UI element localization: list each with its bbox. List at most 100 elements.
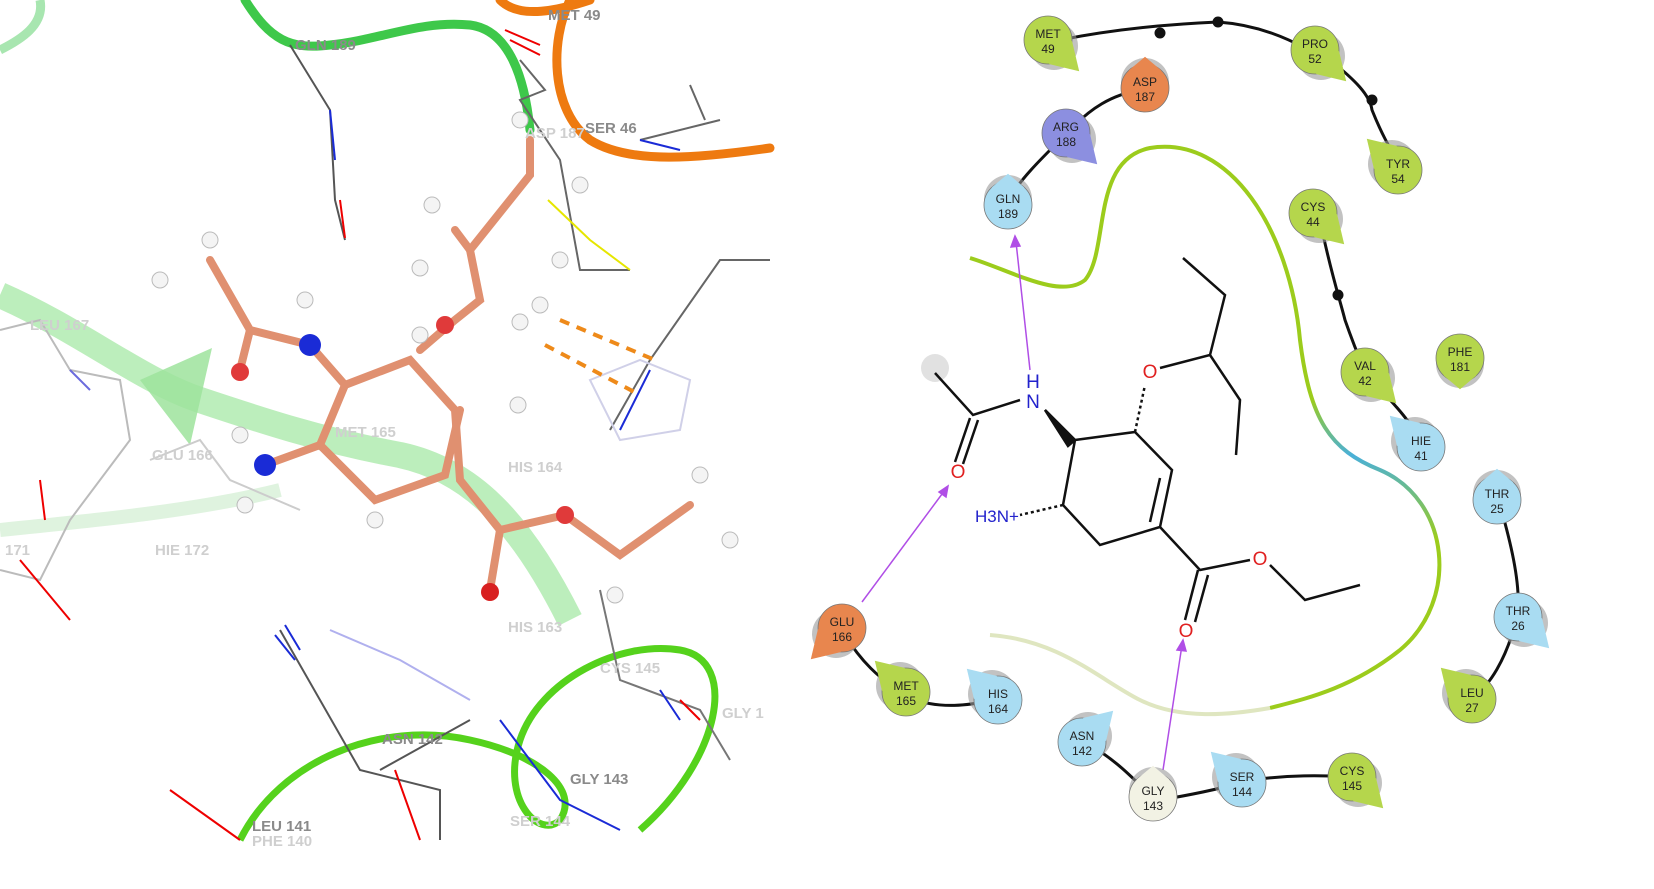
residue-number: 189 (998, 207, 1018, 221)
residue-name: CYS (1340, 764, 1365, 778)
residue-name: PRO (1302, 37, 1328, 51)
atom-n: N (1026, 392, 1040, 413)
residue-number: 166 (832, 630, 852, 644)
residue-tip (1352, 777, 1384, 809)
residue-bubble (1288, 188, 1338, 238)
residue-label: ASN 142 (382, 731, 443, 748)
residue-tip (810, 628, 842, 660)
residue-number: 41 (1414, 449, 1428, 463)
residue-bubble (1023, 15, 1073, 65)
hbond-arrows (861, 234, 1188, 771)
residue-tip (966, 668, 998, 700)
residue-name: TYR (1386, 157, 1410, 171)
residue-bubble (1290, 25, 1340, 75)
atom-h: H (1026, 372, 1040, 393)
residue-number: 27 (1465, 701, 1479, 715)
atom-o-ester-double: O (1179, 621, 1194, 642)
pocket-outline (969, 144, 1442, 710)
residue-tip (1048, 40, 1080, 72)
residue-name: HIE (1411, 434, 1431, 448)
residue-name: VAL (1354, 359, 1376, 373)
residue-label: HIS 163 (508, 619, 562, 636)
residue-number: 49 (1041, 42, 1055, 56)
ligand-3d (206, 136, 694, 594)
sheet-arrowhead (140, 348, 212, 445)
residue-number: 52 (1308, 52, 1322, 66)
ribbon-green-top (240, 0, 535, 135)
residue-bubble (973, 675, 1023, 725)
residue-tip (1389, 415, 1421, 447)
residue-label: SER 144 (510, 813, 571, 830)
residue-tip (1440, 667, 1472, 699)
residue-tip (1315, 50, 1347, 82)
residue-number: 42 (1358, 374, 1372, 388)
residue-label: GLN 189 (295, 37, 356, 54)
residue-number: 25 (1490, 502, 1504, 516)
residue-bubble (1041, 108, 1091, 158)
residue-name: HIS (988, 687, 1008, 701)
wire-residues (0, 29, 770, 841)
ribbon-sheet-arrow (0, 283, 582, 626)
residue-number: 54 (1391, 172, 1405, 186)
atom-o-carbonyl: O (951, 462, 966, 483)
residue-name: MET (1035, 27, 1061, 41)
ribbon-green-bottom (236, 645, 719, 842)
residue-tip (1365, 372, 1397, 404)
residue-label: HIS 164 (508, 459, 563, 476)
2d-interaction-diagram: H N O O O O H3N+ MET49ASP187PRO52ARG188T… (810, 15, 1550, 822)
residue-tip (1480, 468, 1514, 483)
atom-amine: H3N+ (975, 507, 1019, 526)
residue-name: GLY (1141, 784, 1164, 798)
residue-tip (1443, 375, 1477, 390)
residue-name: GLN (996, 192, 1021, 206)
residue-number: 165 (896, 694, 916, 708)
residue-number: 143 (1143, 799, 1163, 813)
residue-bubble (1217, 758, 1267, 808)
residue-name: GLU (830, 615, 855, 629)
residue-name: PHE (1448, 345, 1473, 359)
contact-dashes (544, 318, 656, 397)
residue-label: GLY 1 (722, 705, 764, 722)
residue-bubble (1373, 145, 1423, 195)
residue-tip (1082, 710, 1114, 742)
residue-number: 26 (1511, 619, 1525, 633)
residue-tip (874, 660, 906, 692)
backbone-lines (843, 16, 1520, 802)
residue-label: PHE 140 (252, 833, 312, 850)
residue-name: THR (1506, 604, 1531, 618)
residue-bubble (881, 667, 931, 717)
residue-label: HIE 172 (155, 542, 209, 559)
ligand-atoms (151, 111, 739, 604)
residue-label: MET 49 (548, 7, 601, 24)
residue-name: ARG (1053, 120, 1079, 134)
residue-label: LEU 141 (252, 818, 311, 835)
residue-tip (1210, 751, 1242, 783)
residue-name: MET (893, 679, 919, 693)
residue-tip (991, 173, 1025, 188)
residue-name: LEU (1460, 686, 1483, 700)
pocket-outline-faint (989, 633, 1271, 717)
residue-number: 145 (1342, 779, 1362, 793)
residue-bubble (1396, 422, 1446, 472)
residue-tip (1366, 138, 1398, 170)
residue-label: SER 46 (585, 120, 637, 137)
residue-number: 144 (1232, 785, 1252, 799)
residue-tip (1128, 56, 1162, 71)
residue-number: 187 (1135, 90, 1155, 104)
residue-name: THR (1485, 487, 1510, 501)
